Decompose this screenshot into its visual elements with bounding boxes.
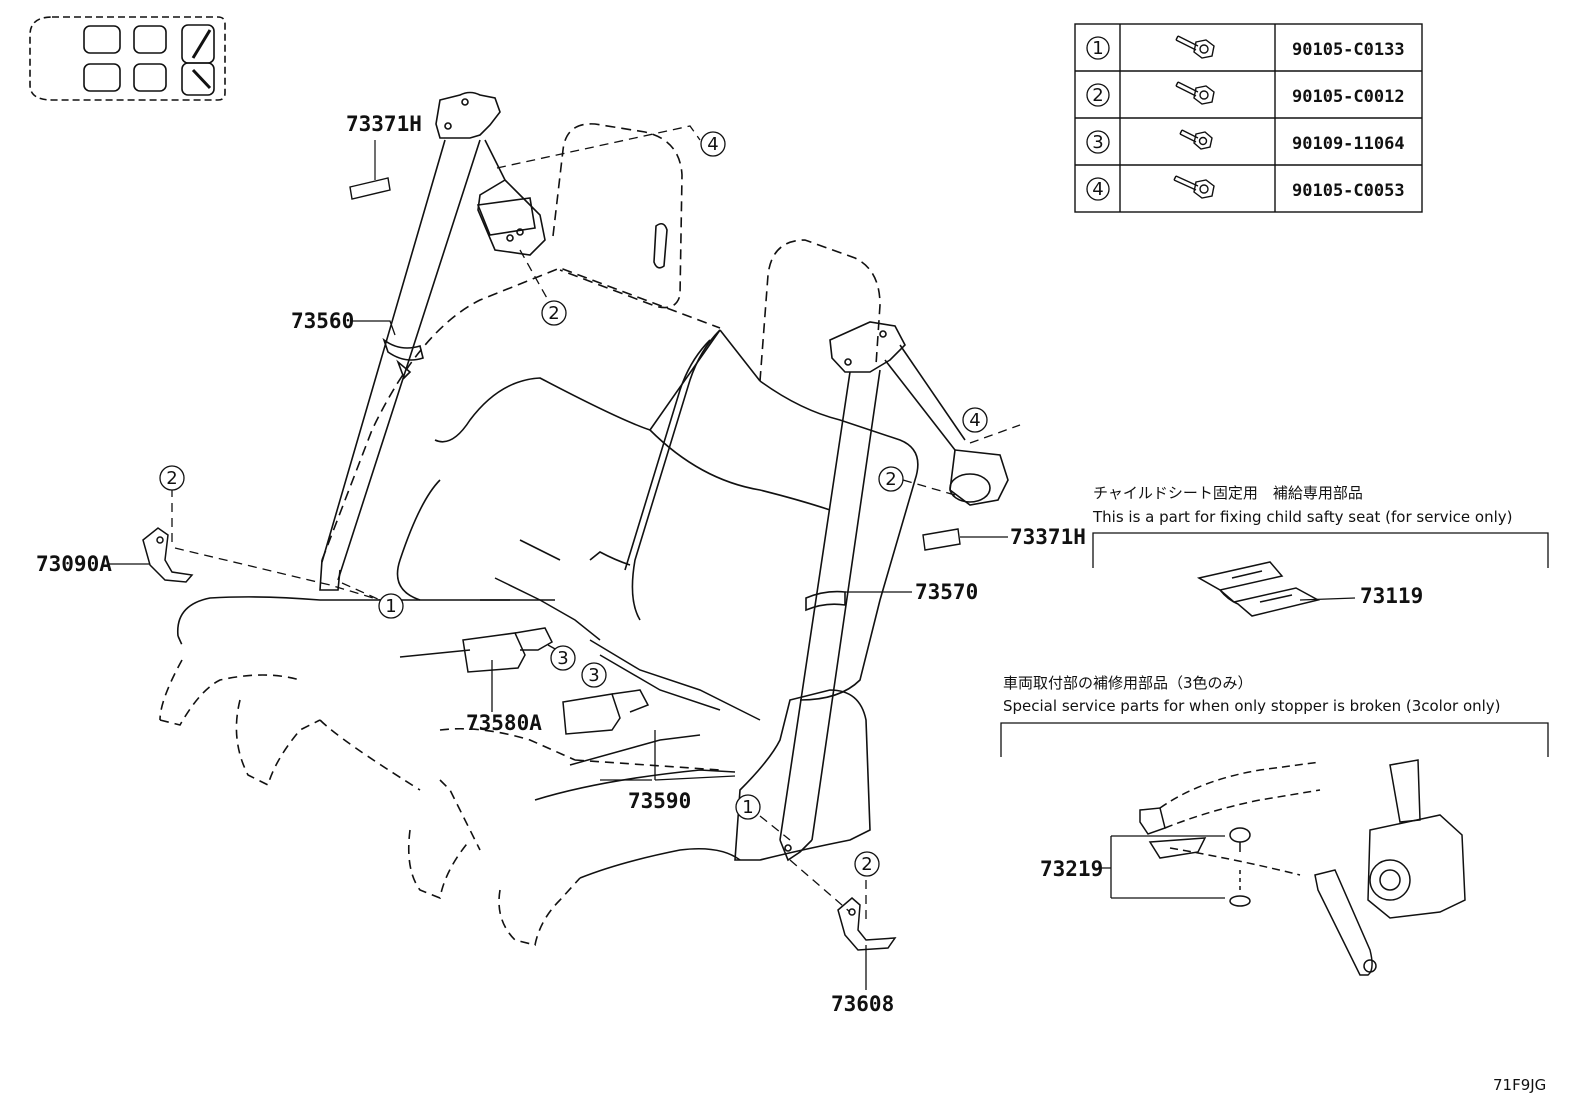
callout-4: 4	[700, 131, 726, 157]
note-en: Special service parts for when only stop…	[1003, 697, 1501, 715]
clip-73371H-right	[922, 528, 961, 551]
row-part-number: 90105-C0133	[1292, 40, 1405, 60]
buckle-73580A	[399, 577, 601, 673]
fastener-table: 1 90105-C0133 2 90105-C0012 3	[1074, 23, 1423, 213]
svg-text:2: 2	[861, 854, 872, 875]
part-label-73570: 73570	[915, 580, 978, 604]
part-label-73560: 73560	[291, 309, 354, 333]
solid-leaders	[108, 320, 1008, 990]
svg-text:1: 1	[385, 596, 396, 617]
part-label-73371H: 73371H	[346, 112, 422, 136]
svg-text:2: 2	[166, 468, 177, 489]
part-label-73580A: 73580A	[466, 711, 542, 735]
part-label-73590: 73590	[628, 789, 691, 813]
part-label-73371H: 73371H	[1010, 525, 1086, 549]
svg-text:2: 2	[548, 303, 559, 324]
anchor-73090A	[142, 527, 194, 583]
row-ref: 3	[1092, 132, 1103, 153]
diagram-code: 71F9JG	[1493, 1076, 1546, 1094]
callout-3: 3	[581, 662, 607, 688]
svg-text:1: 1	[742, 797, 753, 818]
note-en: This is a part for fixing child safty se…	[1092, 508, 1512, 526]
part-label-73219: 73219	[1040, 857, 1103, 881]
buckle-73590	[562, 639, 761, 766]
svg-text:4: 4	[707, 134, 718, 155]
seat-belt-73570	[779, 321, 1009, 862]
seat-layout-thumbnail	[29, 16, 226, 101]
row-part-number: 90109-11064	[1292, 134, 1405, 154]
svg-text:4: 4	[969, 410, 980, 431]
child-seat-note: チャイルドシート固定用 補給専用部品 This is a part for fi…	[1092, 484, 1549, 617]
bolt-icon	[1173, 175, 1215, 199]
callout-circles: 4 2 2 1 3 3 4 2	[159, 131, 988, 877]
part-label-73090A: 73090A	[36, 552, 112, 576]
row-ref: 1	[1092, 38, 1103, 59]
callout-2: 2	[878, 466, 904, 492]
table-row: 2 90105-C0012	[1086, 81, 1405, 107]
child-seat-plate-73119	[1196, 561, 1321, 617]
callout-1: 1	[735, 794, 761, 820]
table-row: 4 90105-C0053	[1086, 175, 1405, 201]
rear-seat-outline	[159, 123, 919, 946]
row-ref: 4	[1092, 179, 1103, 200]
stopper-detail	[1139, 759, 1466, 976]
row-part-number: 90105-C0053	[1292, 181, 1405, 201]
part-label-73119: 73119	[1360, 584, 1423, 608]
stopper-note: 車両取付部の補修用部品（3色のみ） Special service parts …	[1000, 674, 1549, 976]
callout-2: 2	[854, 851, 880, 877]
svg-text:3: 3	[588, 665, 599, 686]
callout-2: 2	[541, 300, 567, 326]
part-labels: 73371H 73560 73090A 73580A 73590 73570 7…	[36, 112, 1423, 1016]
bolt-icon	[1175, 81, 1215, 105]
note-jp: チャイルドシート固定用 補給専用部品	[1093, 484, 1363, 502]
dashed-leaders	[171, 125, 1021, 925]
svg-text:3: 3	[557, 648, 568, 669]
bolt-icon	[1175, 35, 1215, 59]
callout-3: 3	[550, 645, 576, 671]
seat-belt-73560	[319, 91, 546, 591]
svg-text:2: 2	[885, 469, 896, 490]
row-ref: 2	[1092, 85, 1103, 106]
row-part-number: 90105-C0012	[1292, 87, 1405, 107]
callout-2: 2	[159, 465, 185, 491]
callout-4: 4	[962, 407, 988, 433]
clip-73371H-top	[349, 177, 391, 200]
bolt-icon	[1179, 129, 1213, 150]
table-row: 3 90109-11064	[1086, 129, 1405, 154]
note-jp: 車両取付部の補修用部品（3色のみ）	[1003, 674, 1253, 692]
callout-1: 1	[378, 593, 404, 619]
part-label-73608: 73608	[831, 992, 894, 1016]
anchor-73608	[837, 897, 897, 951]
table-row: 1 90105-C0133	[1086, 35, 1405, 60]
